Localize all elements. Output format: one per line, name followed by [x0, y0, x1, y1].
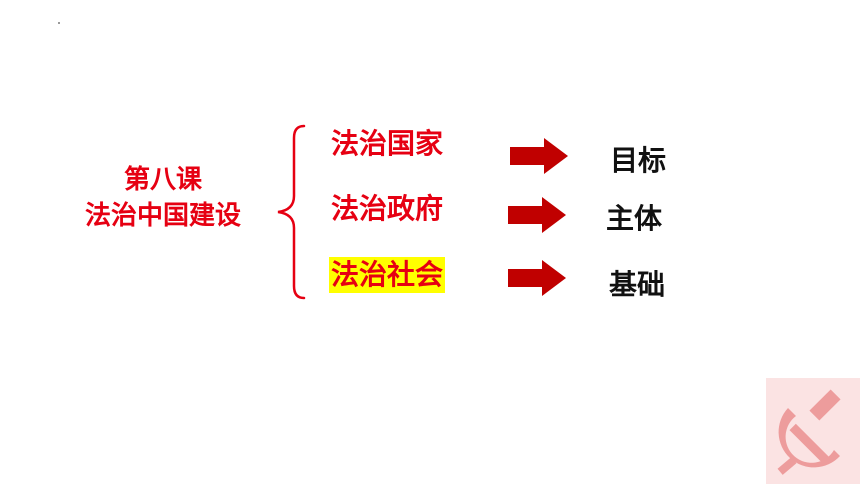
item-label-3: 法治社会 — [329, 257, 446, 293]
hammer-sickle-icon — [766, 378, 860, 484]
item-result-2: 主体 — [606, 202, 663, 235]
lesson-number: 第八课 — [123, 165, 202, 195]
item-label-2: 法治政府 — [331, 192, 444, 225]
item-result-1: 目标 — [610, 144, 667, 177]
item-label-1: 法治国家 — [331, 127, 444, 160]
arrow-right-icon — [508, 260, 566, 296]
decorative-dot — [58, 22, 60, 24]
curly-brace-icon — [277, 124, 306, 300]
item-result-3: 基础 — [609, 268, 666, 301]
lesson-title: 法治中国建设 — [84, 201, 241, 231]
arrow-right-icon — [508, 197, 566, 233]
arrow-right-icon — [510, 138, 568, 174]
lesson-heading: 第八课 法治中国建设 — [58, 162, 268, 234]
